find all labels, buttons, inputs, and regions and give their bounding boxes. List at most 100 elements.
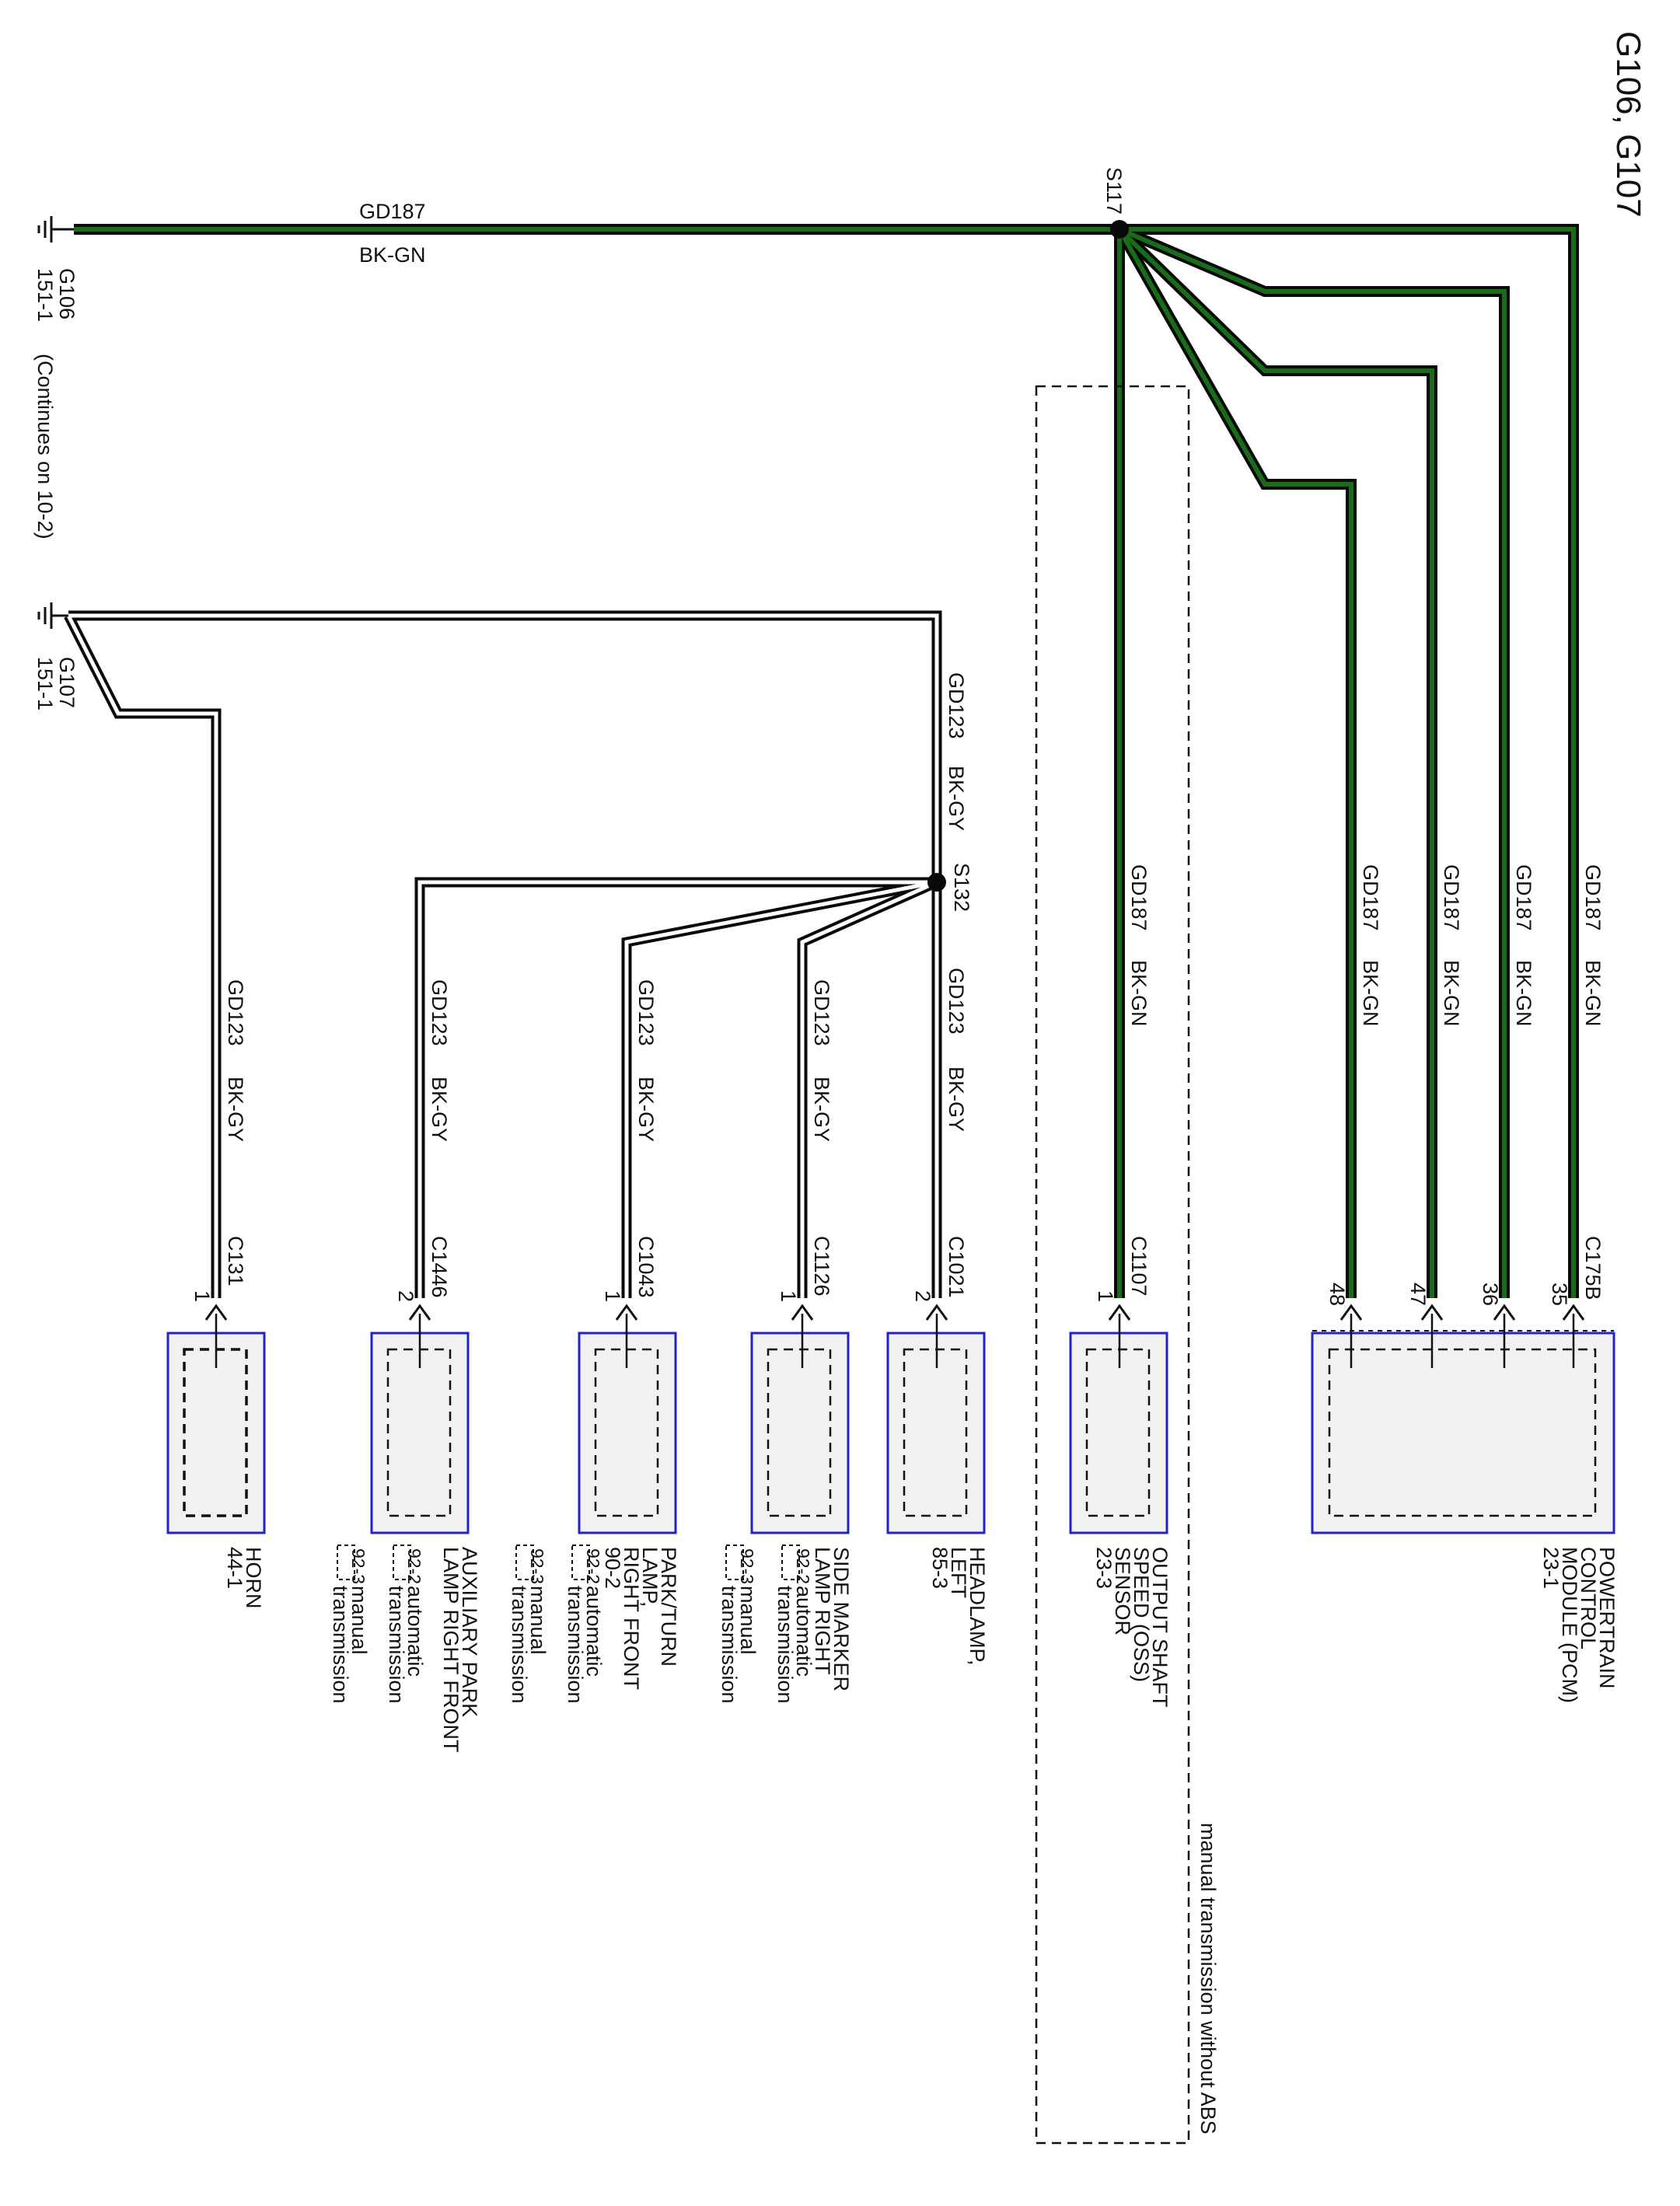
pcm-ref[interactable]: 23-1 (1539, 1547, 1563, 1589)
pin-label-pcm-36: 36 (1479, 1283, 1502, 1306)
pin-label-horn: 1 (190, 1290, 214, 1302)
auxpark-manual-label: manual (348, 1586, 371, 1655)
connector-arrow-icon (1339, 1304, 1363, 1321)
parkturn-ref[interactable]: 90-2 (601, 1547, 624, 1589)
parkturn-auto-trans: transmission (564, 1586, 587, 1704)
wire-label-gd123-horn: GD123 (224, 979, 247, 1046)
connector-arrow-icon (1108, 1304, 1131, 1321)
sidemarker-option-manual: 92-3 manual transmission (718, 1545, 760, 1704)
pin-stubs (215, 1314, 1575, 1368)
pin-label-pcm-47: 47 (1406, 1283, 1430, 1306)
wire-label-gd187-pin35: GD187 (1581, 864, 1605, 931)
wire-label-gd187-pin48: GD187 (1359, 864, 1382, 931)
sidemarker-auto-trans: transmission (774, 1586, 797, 1704)
auxpark-auto-trans: transmission (385, 1586, 408, 1704)
headlamp-ref[interactable]: 85-3 (928, 1547, 952, 1589)
page-title: G106, G107 (1609, 31, 1647, 218)
connector-arrow-icon (1562, 1304, 1585, 1321)
parkturn-name-line-3: RIGHT FRONT (620, 1547, 643, 1690)
ground-icon-g106 (37, 216, 74, 243)
pcm-name-line-3: MODULE (PCM) (1558, 1547, 1581, 1703)
splice-s132-dot (927, 873, 946, 892)
splice-s117-dot (1110, 220, 1129, 239)
connector-c1021-label: C1021 (945, 1236, 968, 1298)
sidemarker-auto-ref[interactable]: 92-2 (793, 1548, 813, 1584)
sidemarker-manual-trans: transmission (718, 1586, 741, 1704)
connector-arrow-icons (204, 1304, 1585, 1321)
ground-g107-loc: 151-1 (33, 657, 57, 710)
option-zone-box (1035, 385, 1190, 2145)
ground-icon-g107 (37, 602, 68, 629)
wire-label-bkgy-headlamp: BK-GY (945, 1066, 968, 1132)
wire-label-bkgy-sidemarker: BK-GY (810, 1077, 833, 1142)
auxpark-manual-ref[interactable]: 92-3 (348, 1548, 368, 1584)
auxpark-option-manual: 92-3 manual transmission (329, 1545, 371, 1704)
wires-gd123 (64, 610, 942, 1298)
auxpark-auto-label: automatic (403, 1586, 427, 1677)
wire-fill-gn (74, 227, 1576, 1298)
pin-label-pcm-48: 48 (1325, 1283, 1349, 1306)
parkturn-option-manual: 92-3 manual transmission (508, 1545, 550, 1704)
connector-arrow-icon (204, 1304, 228, 1321)
component-pcm (1311, 1330, 1615, 1534)
wire-label-gd187-oss: GD187 (1127, 864, 1151, 931)
sidemarker-name-line-2: LAMP RIGHT (811, 1547, 834, 1675)
pcm-name-line-2: CONTROL (1577, 1547, 1600, 1649)
parkturn-name-line-1: PARK/TURN (657, 1547, 680, 1667)
wire-label-bkgn-pin35: BK-GN (1581, 960, 1605, 1027)
connector-arrow-icon (615, 1304, 638, 1321)
component-side-marker (750, 1332, 850, 1534)
wire-label-bkgn-pin48: BK-GN (1359, 960, 1382, 1027)
horn-ref[interactable]: 44-1 (223, 1547, 246, 1589)
connector-arrow-icon (1420, 1304, 1444, 1321)
oss-name-line-1: OUTPUT SHAFT (1148, 1547, 1172, 1708)
wire-label-gd123-sidemarker: GD123 (810, 979, 833, 1046)
wire-label-bkgn-pin36: BK-GN (1512, 960, 1535, 1027)
connector-c1043-label: C1043 (634, 1236, 658, 1298)
wire-outline-gy (64, 610, 942, 1298)
pin-label-parkturn: 1 (601, 1290, 624, 1302)
ground-g107-name: G107 (55, 657, 79, 708)
connector-c175b-label: C175B (1581, 1236, 1605, 1300)
wire-label-bkgn-pin47: BK-GN (1440, 960, 1463, 1027)
ground-g106-note: (Continues on 10-2) (33, 354, 57, 539)
pin-label-headlamp: 2 (911, 1290, 934, 1302)
oss-ref[interactable]: 23-3 (1092, 1547, 1116, 1589)
auxpark-manual-trans: transmission (329, 1586, 352, 1704)
parkturn-manual-ref[interactable]: 92-3 (527, 1548, 547, 1584)
oss-name-line-3: SENSOR (1111, 1547, 1134, 1635)
connector-c131-label: C131 (224, 1236, 247, 1286)
sidemarker-option-auto: 92-2 automatic transmission (774, 1545, 816, 1704)
splice-s117-label: S117 (1102, 167, 1126, 215)
wire-label-gd187-pin47: GD187 (1440, 864, 1463, 931)
pin-label-auxpark: 2 (394, 1290, 417, 1302)
connector-arrow-icon (1493, 1304, 1516, 1321)
splice-s132-label: S132 (950, 863, 973, 912)
wires-gd187 (74, 224, 1579, 1298)
wire-label-gd123-parkturn: GD123 (634, 979, 658, 1046)
parkturn-name-line-2: LAMP, (638, 1547, 662, 1607)
wire-fill-gy (66, 613, 939, 1298)
ground-g106-name: G106 (55, 268, 79, 319)
wire-label-gd123-trunk: GD123 (945, 672, 968, 739)
pin-label-sidemarker: 1 (777, 1290, 800, 1302)
ground-g106-loc: 151-1 (33, 268, 57, 322)
wire-label-gd187-pin36: GD187 (1512, 864, 1535, 931)
parkturn-option-auto: 92-2 automatic transmission (564, 1545, 606, 1704)
sidemarker-manual-label: manual (736, 1586, 760, 1655)
option-zone-label: manual transmission without ABS (1196, 1823, 1220, 2134)
wire-label-bkgy-auxpark: BK-GY (428, 1077, 451, 1142)
auxpark-name-line-1: AUXILIARY PARK (458, 1547, 481, 1717)
wire-label-gd187-main: GD187 (359, 200, 426, 223)
sidemarker-manual-ref[interactable]: 92-3 (737, 1548, 757, 1584)
pin-label-oss: 1 (1094, 1290, 1117, 1302)
connector-arrow-icon (791, 1304, 814, 1321)
wire-label-bkgy-trunk: BK-GY (945, 766, 968, 831)
parkturn-manual-label: manual (526, 1586, 550, 1655)
headlamp-name-line-2: LEFT (947, 1547, 970, 1598)
auxpark-auto-ref[interactable]: 92-2 (404, 1548, 424, 1584)
connector-arrow-icon (925, 1304, 948, 1321)
connector-c1107-label: C1107 (1127, 1236, 1151, 1297)
headlamp-name-line-1: HEADLAMP, (966, 1547, 989, 1666)
parkturn-auto-ref[interactable]: 92-2 (583, 1548, 603, 1584)
